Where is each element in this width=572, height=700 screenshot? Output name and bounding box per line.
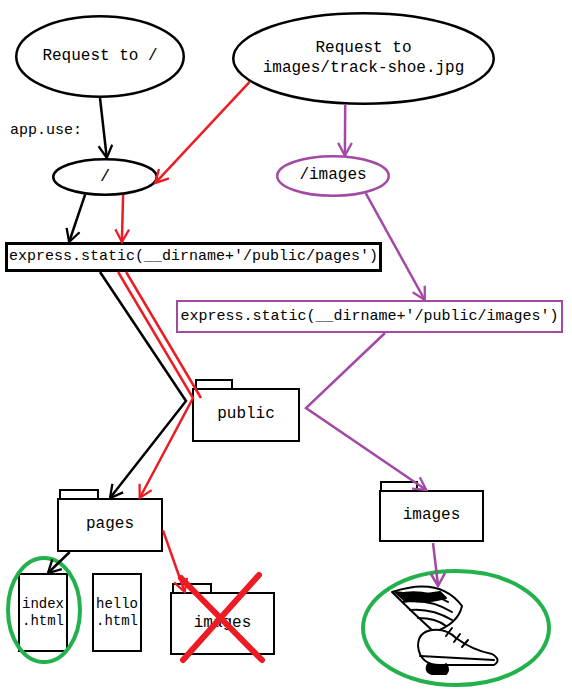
ellipse-shape: [233, 13, 494, 104]
node-text: express.static(__dirname+'/public/pages'…: [9, 248, 378, 266]
text-block: /: [100, 167, 110, 187]
folder-icon: images: [170, 592, 275, 655]
folder-icon: pages: [57, 498, 163, 552]
pointer-line: [433, 543, 438, 585]
node-text: public: [217, 405, 275, 424]
cross-stroke: [181, 578, 262, 660]
wing-feather: [418, 618, 446, 626]
shoe-heel: [427, 664, 448, 674]
connector-arrow: [366, 193, 425, 300]
node-text: /images: [299, 166, 366, 185]
route-ellipse: /images: [276, 155, 390, 197]
connector-line: [69, 195, 85, 242]
text-block: express.static(__dirname+'/public/images…: [180, 308, 558, 326]
ellipse-shape: [277, 156, 389, 196]
connector-arrow: [306, 333, 426, 490]
highlight-circle: [363, 571, 549, 685]
ellipse-shape: [53, 159, 157, 195]
pointer-arrow: [431, 543, 445, 586]
shoe-laces: [446, 628, 468, 647]
route-ellipse: /: [52, 158, 158, 196]
ellipse-shape: [16, 16, 184, 97]
connector-line: [118, 272, 193, 498]
connector-line: [100, 272, 186, 498]
connector-line: [344, 105, 347, 156]
connector-arrow: [69, 195, 85, 242]
request-ellipse: Request to images/track-shoe.jpg: [232, 12, 495, 105]
connector-arrow: [100, 272, 186, 498]
connector-arrow: [100, 98, 107, 158]
text-block: hello .html: [94, 596, 140, 630]
wing-feather: [410, 610, 452, 620]
node-text: /: [100, 167, 110, 187]
text-block: images: [403, 506, 461, 525]
node-text: images: [403, 506, 461, 525]
wing-outline: [392, 586, 462, 632]
text-block: pages: [86, 515, 134, 534]
connector-line: [122, 195, 123, 242]
text-block: /images: [299, 166, 366, 185]
connector-line: [100, 98, 107, 158]
highlight-circle: [8, 558, 80, 662]
wing-shading: [395, 592, 446, 602]
connector-line: [163, 530, 185, 592]
connector-line: [155, 82, 249, 183]
folder-tab: [172, 583, 212, 594]
shoe-sole: [420, 656, 494, 660]
text-block: index .html: [20, 596, 66, 630]
text-block: public: [217, 405, 275, 424]
folder-tab: [195, 379, 233, 390]
node-text: pages: [86, 515, 134, 534]
text-block: Request to images/track-shoe.jpg: [256, 39, 471, 77]
folder-tab: [380, 481, 418, 492]
node-text: hello .html: [94, 596, 140, 630]
connector-arrow: [344, 105, 345, 156]
folder-icon: images: [379, 490, 484, 542]
folder-icon: public: [192, 388, 300, 442]
connector-line: [126, 272, 201, 398]
text-block: images: [194, 614, 252, 633]
connector-arrow: [48, 552, 70, 573]
cross-stroke: [183, 575, 259, 660]
folder-tab: [59, 489, 99, 500]
cross-mark: [181, 575, 262, 660]
shoe-body: [418, 630, 498, 665]
wing-feather: [398, 592, 448, 602]
connector-line: [48, 552, 70, 573]
node-text: images: [194, 614, 252, 633]
node-text: Request to /: [42, 47, 157, 66]
request-ellipse: Request to /: [15, 15, 185, 98]
connector-arrow: [155, 82, 249, 183]
middleware-box: express.static(__dirname+'/public/pages'…: [5, 242, 382, 272]
connector-arrow: [118, 272, 201, 498]
node-text: express.static(__dirname+'/public/images…: [180, 308, 558, 326]
pointer-head: [431, 573, 445, 586]
connector-arrow: [163, 530, 185, 592]
file-box: hello .html: [92, 573, 142, 652]
node-text: Request to images/track-shoe.jpg: [256, 39, 471, 77]
middleware-box: express.static(__dirname+'/public/images…: [176, 300, 563, 333]
wing-feather: [403, 601, 452, 612]
file-box: index .html: [18, 573, 68, 652]
connector-line: [306, 333, 426, 490]
connector-arrow: [122, 195, 123, 242]
text-block: express.static(__dirname+'/public/pages'…: [9, 248, 378, 266]
code-label: app.use:: [10, 122, 82, 139]
node-text: index .html: [20, 596, 66, 630]
text-block: Request to /: [42, 47, 157, 66]
winged-shoe-illustration: [392, 586, 498, 674]
connector-line: [366, 193, 425, 300]
